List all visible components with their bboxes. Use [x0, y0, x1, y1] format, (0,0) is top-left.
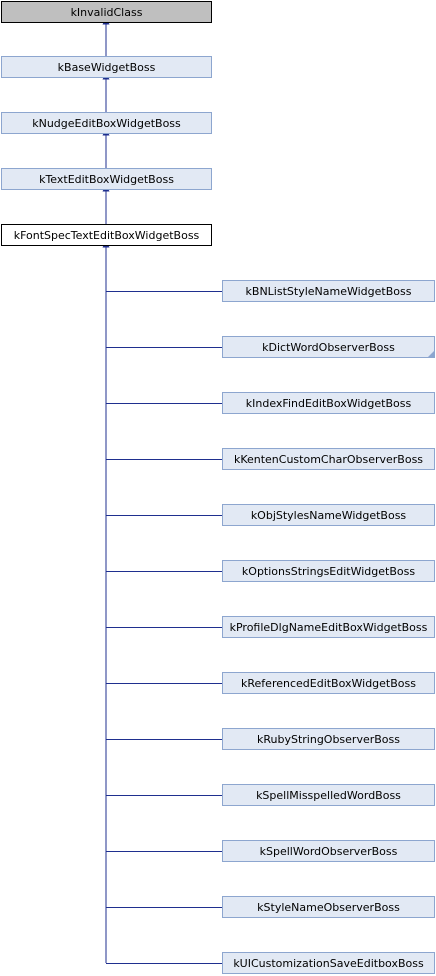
- class-node-label: kNudgeEditBoxWidgetBoss: [32, 117, 181, 130]
- class-node-k-obj-styles-name-widget-boss[interactable]: kObjStylesNameWidgetBoss: [222, 504, 435, 526]
- class-node-box: [222, 336, 435, 358]
- class-node-label: kReferencedEditBoxWidgetBoss: [241, 677, 416, 690]
- class-node-box: [1, 56, 212, 78]
- class-node-k-index-find-edit-box-widget-boss[interactable]: kIndexFindEditBoxWidgetBoss: [222, 392, 435, 414]
- class-node-box: [222, 504, 435, 526]
- class-node-box: [1, 1, 212, 23]
- class-node-box: [222, 784, 435, 806]
- class-node-label: kStyleNameObserverBoss: [257, 901, 400, 914]
- class-node-box: [222, 616, 435, 638]
- class-node-k-spell-misspelled-word-boss[interactable]: kSpellMisspelledWordBoss: [222, 784, 435, 806]
- class-node-k-text-edit-box-widget-boss[interactable]: kTextEditBoxWidgetBoss: [1, 168, 212, 190]
- class-node-box: [1, 112, 212, 134]
- class-node-box: [222, 560, 435, 582]
- class-node-box: [1, 224, 212, 246]
- class-node-box: [222, 448, 435, 470]
- class-node-k-profile-dlg-name-edit-box-widget-boss[interactable]: kProfileDlgNameEditBoxWidgetBoss: [222, 616, 435, 638]
- class-node-label: kRubyStringObserverBoss: [257, 733, 400, 746]
- class-node-k-font-spec-text-edit-box-widget-boss: kFontSpecTextEditBoxWidgetBoss: [1, 224, 212, 246]
- class-node-box: [222, 896, 435, 918]
- class-node-k-dict-word-observer-boss[interactable]: kDictWordObserverBoss: [222, 336, 435, 358]
- class-node-k-invalid-class[interactable]: kInvalidClass: [1, 1, 212, 23]
- class-node-label: kSpellWordObserverBoss: [260, 845, 398, 858]
- class-node-k-ruby-string-observer-boss[interactable]: kRubyStringObserverBoss: [222, 728, 435, 750]
- class-node-label: kSpellMisspelledWordBoss: [256, 789, 401, 802]
- class-node-label: kBNListStyleNameWidgetBoss: [246, 285, 412, 298]
- class-node-box: [222, 840, 435, 862]
- class-node-k-referenced-edit-box-widget-boss[interactable]: kReferencedEditBoxWidgetBoss: [222, 672, 435, 694]
- class-node-label: kObjStylesNameWidgetBoss: [251, 509, 407, 522]
- class-node-box: [1, 168, 212, 190]
- class-node-label: kUICustomizationSaveEditboxBoss: [233, 957, 424, 970]
- class-node-label: kTextEditBoxWidgetBoss: [39, 173, 174, 186]
- class-node-box: [222, 952, 435, 974]
- class-node-k-spell-word-observer-boss[interactable]: kSpellWordObserverBoss: [222, 840, 435, 862]
- class-node-box: [222, 728, 435, 750]
- class-node-box: [222, 280, 435, 302]
- class-node-label: kBaseWidgetBoss: [58, 61, 156, 74]
- class-node-label: kProfileDlgNameEditBoxWidgetBoss: [230, 621, 428, 634]
- class-node-k-ui-customization-save-editbox-boss[interactable]: kUICustomizationSaveEditboxBoss: [222, 952, 435, 974]
- class-node-label: kKentenCustomCharObserverBoss: [234, 453, 423, 466]
- class-node-box: [222, 392, 435, 414]
- class-node-k-style-name-observer-boss[interactable]: kStyleNameObserverBoss: [222, 896, 435, 918]
- class-node-k-options-strings-edit-widget-boss[interactable]: kOptionsStringsEditWidgetBoss: [222, 560, 435, 582]
- class-node-k-nudge-edit-box-widget-boss[interactable]: kNudgeEditBoxWidgetBoss: [1, 112, 212, 134]
- class-node-k-bn-list-style-name-widget-boss[interactable]: kBNListStyleNameWidgetBoss: [222, 280, 435, 302]
- class-node-k-kenten-custom-char-observer-boss[interactable]: kKentenCustomCharObserverBoss: [222, 448, 435, 470]
- class-node-box: [222, 672, 435, 694]
- class-node-label: kDictWordObserverBoss: [262, 341, 395, 354]
- class-node-label: kInvalidClass: [71, 6, 143, 19]
- class-node-label: kOptionsStringsEditWidgetBoss: [242, 565, 415, 578]
- class-node-label: kIndexFindEditBoxWidgetBoss: [246, 397, 412, 410]
- truncated-corner-icon: [428, 351, 434, 357]
- class-node-k-base-widget-boss[interactable]: kBaseWidgetBoss: [1, 56, 212, 78]
- class-node-label: kFontSpecTextEditBoxWidgetBoss: [14, 229, 200, 242]
- edges-layer: [102, 17, 222, 964]
